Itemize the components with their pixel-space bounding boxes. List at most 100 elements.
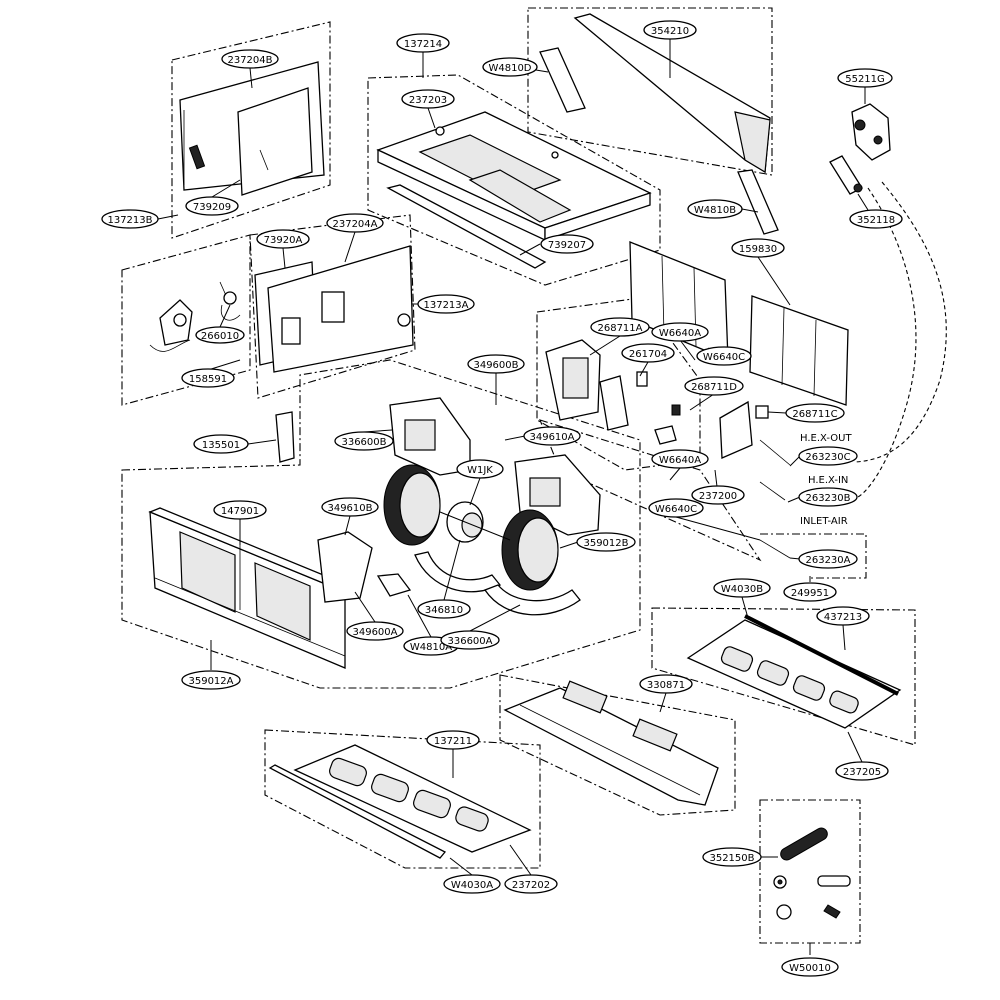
part-label-W1JK[interactable]: W1JK xyxy=(456,459,504,479)
svg-text:W4030A: W4030A xyxy=(451,880,493,891)
svg-text:263230B: 263230B xyxy=(805,493,850,504)
part-label-W4810D[interactable]: W4810D xyxy=(482,57,538,77)
part-label-359012B[interactable]: 359012B xyxy=(576,532,636,552)
part-label-237202[interactable]: 237202 xyxy=(504,874,558,894)
part-label-W50010[interactable]: W50010 xyxy=(781,957,839,977)
sensor-263230C-drawing xyxy=(759,439,791,466)
panels-237204A-drawing xyxy=(254,245,414,373)
part-label-268711A[interactable]: 268711A xyxy=(590,317,650,337)
part-label-349600A[interactable]: 349600A xyxy=(346,621,404,641)
part-label-349600B[interactable]: 349600B xyxy=(467,354,525,374)
svg-text:268711A: 268711A xyxy=(597,323,642,334)
svg-text:352150B: 352150B xyxy=(709,853,754,864)
part-label-158591[interactable]: 158591 xyxy=(181,368,235,388)
part-label-266010[interactable]: 266010 xyxy=(195,326,245,344)
svg-text:137213B: 137213B xyxy=(107,215,152,226)
part-label-W6640C-lower[interactable]: W6640C xyxy=(648,498,704,518)
part-label-147901[interactable]: 147901 xyxy=(213,500,267,520)
svg-text:349600B: 349600B xyxy=(473,360,518,371)
svg-text:263230C: 263230C xyxy=(805,452,850,463)
part-label-137213A[interactable]: 137213A xyxy=(417,294,475,314)
svg-text:237204B: 237204B xyxy=(227,55,272,66)
inlet-air-label: INLET-AIR xyxy=(800,516,848,527)
part-label-263230C[interactable]: 263230C xyxy=(798,446,858,466)
svg-text:W4810A: W4810A xyxy=(410,642,452,653)
part-label-349610A[interactable]: 349610A xyxy=(523,426,581,446)
svg-text:137211: 137211 xyxy=(434,736,472,747)
heater-330871-drawing xyxy=(503,680,719,806)
part-label-261704[interactable]: 261704 xyxy=(621,343,675,363)
filters-159830-drawing xyxy=(629,241,849,406)
part-label-437213[interactable]: 437213 xyxy=(816,606,870,626)
svg-text:330871: 330871 xyxy=(647,680,685,691)
part-label-249951[interactable]: 249951 xyxy=(783,582,837,602)
part-label-55211G[interactable]: 55211G xyxy=(837,68,893,88)
svg-text:159830: 159830 xyxy=(739,244,777,255)
part-label-352118[interactable]: 352118 xyxy=(849,209,903,229)
part-label-W4030B[interactable]: W4030B xyxy=(713,578,771,598)
part-label-W6640A-lower[interactable]: W6640A xyxy=(651,449,709,469)
part-label-237204B[interactable]: 237204B xyxy=(221,49,279,69)
part-label-135501[interactable]: 135501 xyxy=(193,434,249,454)
part-labels: 237204B 137214 354210 W4810D 237203 5521… xyxy=(101,20,903,977)
part-label-73920A[interactable]: 73920A xyxy=(256,229,310,249)
svg-text:336600B: 336600B xyxy=(341,437,386,448)
part-label-268711D[interactable]: 268711D xyxy=(684,376,744,396)
part-label-137213B[interactable]: 137213B xyxy=(101,209,159,229)
svg-text:249951: 249951 xyxy=(791,588,829,599)
part-label-263230B[interactable]: 263230B xyxy=(798,487,858,507)
part-label-739209[interactable]: 739209 xyxy=(185,196,239,216)
part-label-159830[interactable]: 159830 xyxy=(731,238,785,258)
part-label-330871[interactable]: 330871 xyxy=(639,674,693,694)
part-label-W4030A[interactable]: W4030A xyxy=(443,874,501,894)
part-label-352150B[interactable]: 352150B xyxy=(702,847,762,867)
bracket-135501-drawing xyxy=(275,411,295,463)
svg-text:346810: 346810 xyxy=(425,605,463,616)
part-label-346810[interactable]: 346810 xyxy=(417,599,471,619)
svg-text:W50010: W50010 xyxy=(789,963,831,974)
svg-text:349600A: 349600A xyxy=(352,627,397,638)
svg-text:73920A: 73920A xyxy=(264,235,303,246)
part-label-349610B[interactable]: 349610B xyxy=(321,497,379,517)
svg-text:349610A: 349610A xyxy=(529,432,574,443)
part-label-336600A[interactable]: 336600A xyxy=(440,630,500,650)
svg-text:W6640A: W6640A xyxy=(659,328,701,339)
part-label-237205[interactable]: 237205 xyxy=(835,761,889,781)
part-label-W6640C-upper[interactable]: W6640C xyxy=(696,346,752,366)
part-label-237200[interactable]: 237200 xyxy=(691,485,745,505)
hex-in-label: H.E.X-IN xyxy=(808,475,848,486)
svg-text:147901: 147901 xyxy=(221,506,259,517)
part-label-237203[interactable]: 237203 xyxy=(401,89,455,109)
svg-text:352118: 352118 xyxy=(857,215,895,226)
panel-237204B-drawing xyxy=(179,61,325,196)
svg-text:268711D: 268711D xyxy=(691,382,737,393)
svg-text:263230A: 263230A xyxy=(805,555,850,566)
svg-text:354210: 354210 xyxy=(651,26,689,37)
svg-text:237200: 237200 xyxy=(699,491,737,502)
svg-text:359012B: 359012B xyxy=(583,538,628,549)
part-label-739207[interactable]: 739207 xyxy=(540,234,594,254)
sensor-263230A-drawing xyxy=(759,539,791,559)
base-pan-237203-drawing xyxy=(376,111,652,269)
part-label-237204A[interactable]: 237204A xyxy=(326,213,384,233)
svg-text:237202: 237202 xyxy=(512,880,550,891)
svg-text:W1JK: W1JK xyxy=(467,465,493,476)
switch-266010-drawing xyxy=(149,281,241,352)
part-label-359012A[interactable]: 359012A xyxy=(181,670,241,690)
svg-text:359012A: 359012A xyxy=(188,676,233,687)
svg-text:W4810B: W4810B xyxy=(694,205,736,216)
svg-text:349610B: 349610B xyxy=(327,503,372,514)
control-box-268711A-drawing xyxy=(545,339,769,459)
part-label-263230A[interactable]: 263230A xyxy=(798,549,858,569)
sensor-263230B-drawing xyxy=(759,481,786,501)
svg-text:268711C: 268711C xyxy=(792,409,837,420)
part-label-137214[interactable]: 137214 xyxy=(396,33,450,53)
part-label-W6640A-upper[interactable]: W6640A xyxy=(651,322,709,342)
part-drawings xyxy=(148,13,902,920)
part-label-336600B[interactable]: 336600B xyxy=(334,431,394,451)
part-label-268711C[interactable]: 268711C xyxy=(785,403,845,423)
part-label-W4810B[interactable]: W4810B xyxy=(687,199,743,219)
part-label-137211[interactable]: 137211 xyxy=(426,730,480,750)
part-label-354210[interactable]: 354210 xyxy=(643,20,697,40)
